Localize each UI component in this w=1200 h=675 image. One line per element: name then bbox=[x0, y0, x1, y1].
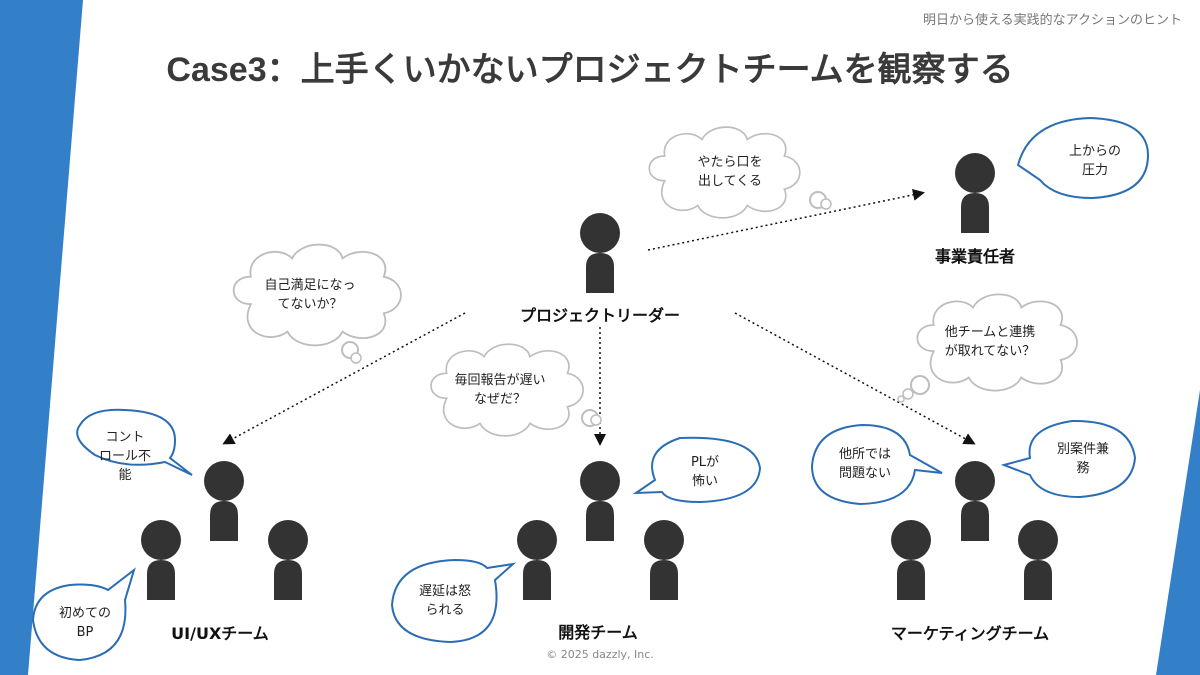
person-icon-leader bbox=[580, 213, 620, 293]
speech-bubble-uiux-top bbox=[76, 408, 193, 476]
thought-text-uiux: 自己満足になっ てないか？ bbox=[264, 278, 356, 312]
right-accent-band bbox=[1156, 390, 1200, 675]
label-uiux-team: UI/UXチーム bbox=[171, 624, 269, 643]
page-title: Case3：上手くいかないプロジェクトチームを観察する bbox=[166, 51, 1014, 89]
person-icon-dev-1 bbox=[580, 461, 620, 541]
label-marketing-team: マーケティングチーム bbox=[890, 624, 1050, 643]
speech-bubble-dev-left bbox=[390, 558, 517, 644]
speech-bubble-dev-top bbox=[632, 436, 762, 504]
arrow-leader-to-uiux bbox=[222, 312, 466, 445]
person-icon-marketing-2 bbox=[891, 520, 931, 600]
person-icon-dev-3 bbox=[644, 520, 684, 600]
left-accent-band bbox=[0, 0, 83, 675]
thought-text-exec: やたら口を 出してくる bbox=[697, 155, 763, 189]
person-icon-uiux-3 bbox=[268, 520, 308, 600]
person-icon-marketing-1 bbox=[955, 461, 995, 541]
copyright: © 2025 dazzly, Inc. bbox=[546, 648, 654, 661]
header-note: 明日から使える実践的なアクションのヒント bbox=[923, 13, 1182, 28]
speech-bubble-executive bbox=[1016, 116, 1150, 200]
person-icon-dev-2 bbox=[517, 520, 557, 600]
speech-bubble-marketing-left bbox=[810, 423, 943, 506]
speech-text-marketing-left: 他所では 問題ない bbox=[838, 447, 891, 481]
label-leader: プロジェクトリーダー bbox=[519, 306, 680, 325]
label-executive: 事業責任者 bbox=[934, 247, 1015, 266]
arrow-leader-to-marketing bbox=[734, 312, 976, 445]
thought-text-marketing: 他チームと連携 が取れてない？ bbox=[944, 325, 1036, 359]
person-icon-executive bbox=[955, 153, 995, 233]
speech-bubble-marketing-right bbox=[1000, 419, 1137, 499]
person-icon-marketing-3 bbox=[1018, 520, 1058, 600]
thought-cloud-dev bbox=[430, 343, 602, 437]
speech-text-uiux-left: 初めての BP bbox=[58, 606, 111, 640]
person-icon-uiux-2 bbox=[141, 520, 181, 600]
thought-text-dev: 毎回報告が遅い なぜだ？ bbox=[454, 373, 546, 407]
thought-cloud-marketing bbox=[897, 293, 1079, 403]
speech-text-dev-left: 遅延は怒 られる bbox=[418, 584, 471, 618]
speech-text-marketing-right: 別案件兼 務 bbox=[1056, 442, 1109, 476]
thought-cloud-uiux bbox=[232, 243, 402, 364]
label-dev-team: 開発チーム bbox=[558, 623, 638, 642]
speech-text-executive: 上からの 圧力 bbox=[1068, 144, 1121, 178]
speech-text-dev-top: PLが 怖い bbox=[690, 455, 720, 489]
speech-text-uiux-top: コント ロール不 能 bbox=[98, 430, 151, 483]
thought-cloud-exec bbox=[648, 126, 832, 219]
arrow-leader-to-executive bbox=[647, 188, 925, 251]
speech-bubble-uiux-left bbox=[31, 567, 136, 662]
person-icon-uiux-1 bbox=[204, 461, 244, 541]
